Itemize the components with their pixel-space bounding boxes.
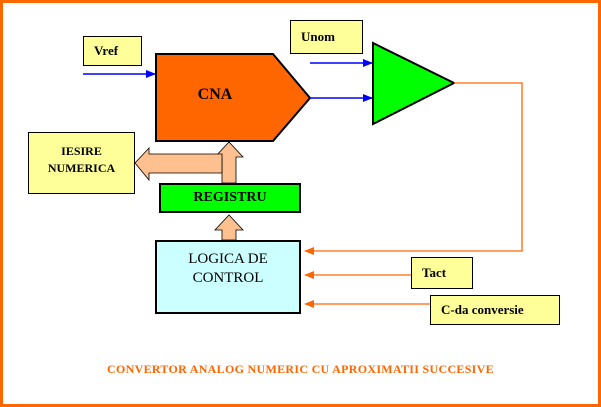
cna-block-shape [155,53,312,142]
logica-label-line1: LOGICA DE [188,251,268,267]
tact-text: Tact [422,265,447,280]
diagram-caption: CONVERTOR ANALOG NUMERIC CU APROXIMATII … [107,362,494,376]
registru-label: REGISTRU [193,190,267,205]
registru-block: REGISTRU [159,183,301,213]
cna-label: CNA [197,86,233,103]
vref-label: Vref [83,36,142,66]
unom-text: Unom [301,29,335,44]
comparator-shape [372,41,457,126]
iesire-numerica-label: IESIRE NUMERICA [28,132,135,194]
iesire-text-line2: NUMERICA [47,161,116,175]
cda-conversie-label: C-da conversie [430,295,560,325]
logica-label-line2: CONTROL [192,270,264,286]
bus-arrow-to-output [134,146,223,182]
iesire-text-line1: IESIRE [61,144,102,158]
bus-arrow-to-register [214,214,244,241]
vref-text: Vref [94,43,119,58]
logica-control-block: LOGICA DE CONTROL [155,240,301,314]
cda-text: C-da conversie [441,302,524,317]
tact-label: Tact [411,257,473,289]
unom-label: Unom [290,20,363,54]
comparator-feedback-line [304,82,523,255]
